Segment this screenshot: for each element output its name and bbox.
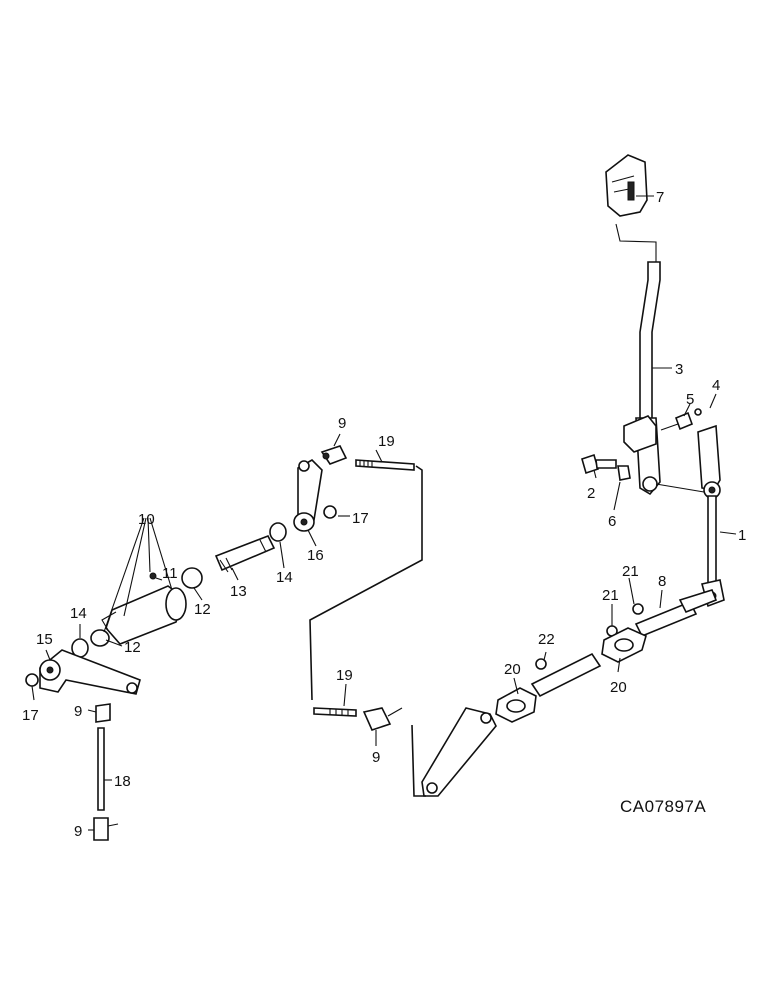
rod-end-lower <box>313 707 357 717</box>
snap-ring-upper <box>323 505 337 519</box>
snap-ring-lower <box>25 673 39 687</box>
callout-15: 15 <box>36 631 53 648</box>
callout-14a: 14 <box>70 605 87 622</box>
shift-lever <box>635 261 661 496</box>
callout-10: 10 <box>138 511 155 528</box>
retaining-ring-upper <box>632 603 644 615</box>
drawing-code: CA07897A <box>620 797 706 816</box>
lower-shift-arm <box>39 649 141 695</box>
callout-21b: 21 <box>602 587 619 604</box>
callout-21a: 21 <box>622 563 639 580</box>
cross-shaft <box>634 589 718 638</box>
callout-20b: 20 <box>610 679 627 696</box>
upper-shift-arm <box>293 459 323 532</box>
callout-16: 16 <box>307 547 324 564</box>
callout-14b: 14 <box>276 569 293 586</box>
clevis-pin-left <box>95 703 111 723</box>
assembly-leader-7-3 <box>615 223 657 268</box>
grease-fitting <box>149 572 157 580</box>
pivot-bolt <box>581 453 617 475</box>
bushing-lower <box>90 629 110 647</box>
callout-12a: 12 <box>194 601 211 618</box>
callout-18: 18 <box>114 773 131 790</box>
callout-19a: 19 <box>378 433 395 450</box>
detent-ball <box>694 408 702 416</box>
callout-6: 6 <box>608 513 616 530</box>
flange-bearing-left <box>495 687 537 723</box>
callout-2: 2 <box>587 485 595 502</box>
shift-knob <box>605 154 648 217</box>
connecting-tube <box>530 652 602 698</box>
leader-lines <box>31 195 737 831</box>
retaining-ring-22 <box>535 658 547 670</box>
vertical-rod <box>97 727 105 811</box>
washer-right <box>269 522 287 542</box>
callout-11: 11 <box>162 565 178 582</box>
callout-19b: 19 <box>336 667 353 684</box>
callout-20a: 20 <box>504 661 521 678</box>
callout-12b: 12 <box>124 639 141 656</box>
callout-8: 8 <box>658 573 666 590</box>
pivot-bushing <box>617 465 631 481</box>
control-rod-lower <box>411 724 426 797</box>
callout-4: 4 <box>712 377 720 394</box>
clevis-pin-center <box>362 707 403 731</box>
detent-spring <box>660 411 694 431</box>
callout-7: 7 <box>656 189 664 206</box>
callout-5: 5 <box>686 391 694 408</box>
flange-bearing-right <box>601 627 647 663</box>
splined-shaft <box>214 534 276 573</box>
control-rod-path <box>309 465 423 701</box>
callout-13: 13 <box>230 583 247 600</box>
callout-17b: 17 <box>22 707 39 724</box>
callout-labels: 7 3 4 5 2 6 1 8 21 21 20 22 20 9 19 17 1… <box>22 189 746 840</box>
callout-1: 1 <box>738 527 746 544</box>
callout-22: 22 <box>538 631 555 648</box>
rod-end-upper <box>355 459 415 471</box>
pivot-housing <box>101 585 187 645</box>
bushing-upper <box>181 567 203 589</box>
callout-17a: 17 <box>352 510 369 527</box>
callout-9a: 9 <box>338 415 346 432</box>
lever-clamp <box>623 415 657 453</box>
callout-9d: 9 <box>372 749 380 766</box>
callout-9b: 9 <box>74 703 82 720</box>
callout-3: 3 <box>675 361 683 378</box>
clevis-pin-upper <box>320 445 348 465</box>
clevis-pin-lower <box>93 817 119 841</box>
shift-arm <box>421 707 497 797</box>
callout-9c: 9 <box>74 823 82 840</box>
